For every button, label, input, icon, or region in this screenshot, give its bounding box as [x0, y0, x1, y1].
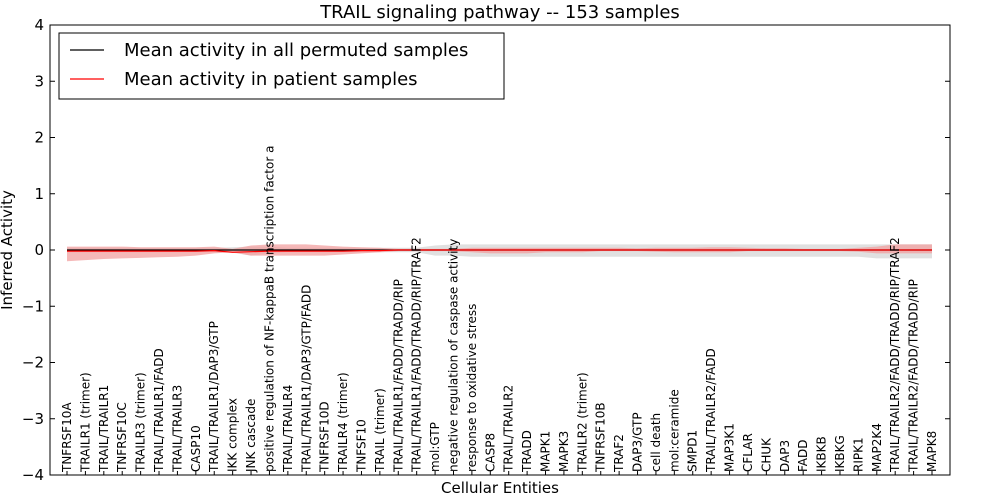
- x-tick-label: mol:ceramide: [667, 389, 681, 472]
- y-tick-label: 0: [34, 241, 44, 259]
- y-axis-label: Inferred Activity: [0, 190, 16, 310]
- x-tick-label: negative regulation of caspase activity: [447, 239, 461, 472]
- x-tick-label: CASP8: [483, 433, 497, 472]
- x-tick-label: MAPK8: [925, 431, 939, 472]
- x-tick-label: SMPD1: [686, 430, 700, 472]
- x-tick-label: TNFRSF10A: [60, 402, 74, 473]
- x-tick-label: TRAIL/TRAILR3: [170, 385, 184, 473]
- x-tick-label: CFLAR: [741, 433, 755, 472]
- x-tick-label: RIPK1: [851, 437, 865, 472]
- x-tick-label: TRAIL/TRAILR2: [502, 385, 516, 473]
- y-tick-labels: −4 −3 −2 −1 0 1 2 3 4: [22, 16, 950, 484]
- x-tick-label: MAP2K4: [870, 423, 884, 472]
- y-tick-label: 3: [34, 72, 44, 90]
- y-tick-label: −3: [22, 410, 44, 428]
- x-tick-label: TRAIL/TRAILR4: [281, 385, 295, 473]
- chart-title: TRAIL signaling pathway -- 153 samples: [319, 2, 680, 23]
- x-tick-label: TRAIL (trimer): [373, 388, 387, 473]
- legend-label: Mean activity in patient samples: [124, 69, 418, 90]
- x-tick-label: DAP3/GTP: [631, 412, 645, 472]
- x-tick-label: DAP3: [778, 440, 792, 472]
- y-tick-label: −2: [22, 354, 44, 372]
- x-tick-label: TRAIL/TRAILR1/DAP3/GTP/FADD: [299, 285, 313, 473]
- x-tick-label: IKK complex: [226, 398, 240, 472]
- confidence-bands: [67, 244, 932, 262]
- x-tick-label: TNFRSF10C: [115, 402, 129, 473]
- x-tick-label: CASP10: [189, 425, 203, 472]
- x-tick-label: TRAILR3 (trimer): [134, 372, 148, 473]
- x-tick-label: MAPK3: [557, 431, 571, 472]
- x-tick-label: TRAIL/TRAILR2/FADD: [704, 348, 718, 473]
- y-tick-label: 4: [34, 16, 44, 34]
- plot-frame: [49, 24, 951, 476]
- legend-box: [58, 32, 505, 100]
- series-lines: [67, 249, 932, 253]
- x-tick-label: TRAF2: [612, 434, 626, 473]
- x-tick-label: IKBKB: [815, 436, 829, 472]
- x-tick-label: MAPK1: [539, 431, 553, 472]
- x-tick-label: TRADD: [520, 430, 534, 473]
- y-tick-label: −4: [22, 466, 44, 484]
- y-tick-label: 1: [34, 185, 44, 203]
- x-tick-label: FADD: [796, 440, 810, 473]
- x-tick-label: TNFSF10: [355, 419, 369, 473]
- x-tick-label: TRAILR4 (trimer): [336, 372, 350, 473]
- x-tick-label: JNK cascade: [244, 399, 258, 473]
- x-tick-labels: TNFRSF10A TRAILR1 (trimer) TRAIL/TRAILR1 TN…: [60, 146, 939, 475]
- x-tick-label: mol:GTP: [428, 422, 442, 472]
- x-tick-label: CHUK: [759, 437, 773, 472]
- line-series-1: [67, 249, 932, 253]
- x-tick-label: IKBKG: [833, 435, 847, 472]
- x-tick-label: TRAIL/TRAILR2/FADD/TRADD/RIP: [907, 279, 921, 473]
- x-tick-label: TRAIL/TRAILR1/FADD/TRADD/RIP: [391, 279, 405, 473]
- x-tick-label: TRAIL/TRAILR1/DAP3/GTP: [207, 321, 221, 473]
- band-series-1: [67, 244, 932, 262]
- x-tick-label: positive regulation of NF-kappaB transcr…: [262, 146, 276, 472]
- x-tick-label: TRAILR1 (trimer): [78, 372, 92, 473]
- x-tick-label: TRAILR2 (trimer): [575, 372, 589, 473]
- x-tick-label: response to oxidative stress: [465, 304, 479, 472]
- x-tick-label: cell death: [649, 413, 663, 472]
- legend: Mean activity in all permuted samplesMea…: [58, 32, 505, 100]
- y-tick-label: 2: [34, 129, 44, 147]
- x-tick-label: TNFRSF10B: [594, 402, 608, 473]
- y-tick-label: −1: [22, 297, 44, 315]
- x-axis-label: Cellular Entities: [441, 479, 559, 497]
- x-tick-label: TRAIL/TRAILR1/FADD: [152, 348, 166, 473]
- x-tick-label: TRAIL/TRAILR1: [97, 385, 111, 473]
- x-tick-label: TRAIL/TRAILR1/FADD/TRADD/RIP/TRAF2: [410, 237, 424, 473]
- x-tick-label: TRAIL/TRAILR2/FADD/TRADD/RIP/TRAF2: [888, 237, 902, 473]
- x-tick-label: TNFRSF10D: [318, 401, 332, 473]
- x-tick-label: MAP3K1: [723, 423, 737, 472]
- legend-label: Mean activity in all permuted samples: [124, 40, 468, 61]
